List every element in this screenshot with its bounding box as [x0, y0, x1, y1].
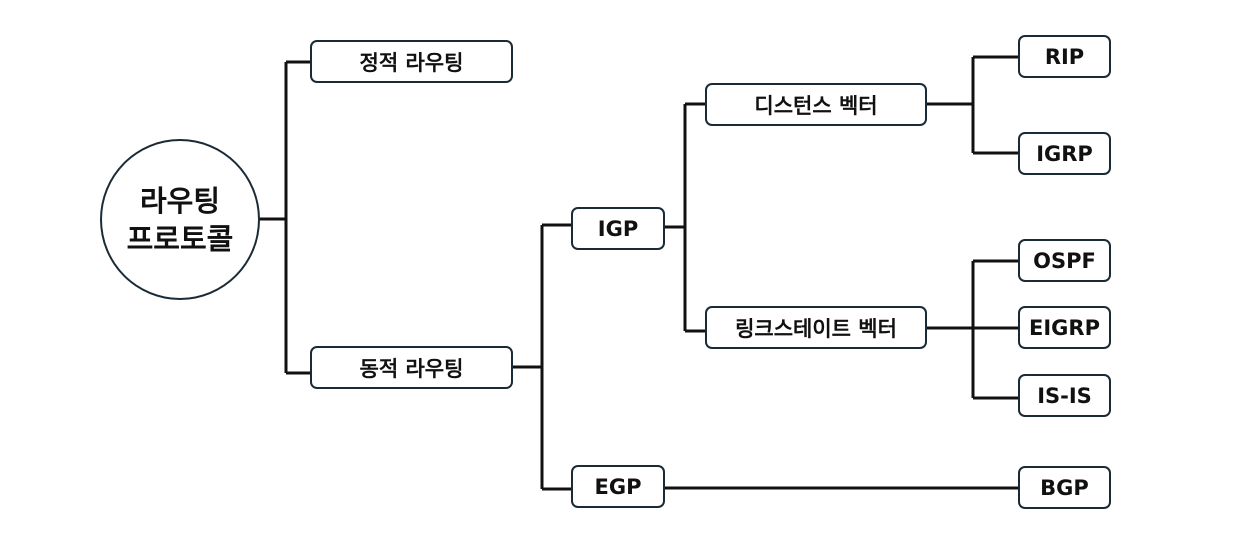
node-egp: EGP [571, 465, 665, 508]
node-dynamic-routing: 동적 라우팅 [310, 346, 513, 389]
root-node-routing-protocol: 라우팅 프로토콜 [100, 139, 260, 300]
root-label-line2: 프로토콜 [126, 221, 234, 256]
node-static-routing: 정적 라우팅 [310, 40, 513, 83]
node-bgp: BGP [1018, 466, 1111, 509]
node-distance-vector: 디스턴스 벡터 [705, 83, 927, 126]
node-eigrp: EIGRP [1018, 306, 1111, 349]
node-link-state-vector: 링크스테이트 벡터 [705, 306, 927, 349]
node-ospf: OSPF [1018, 239, 1111, 282]
node-is-is: IS-IS [1018, 374, 1111, 417]
node-igrp: IGRP [1018, 132, 1111, 175]
root-label-line1: 라우팅 [139, 183, 221, 218]
node-igp: IGP [571, 207, 665, 250]
node-rip: RIP [1018, 35, 1111, 78]
